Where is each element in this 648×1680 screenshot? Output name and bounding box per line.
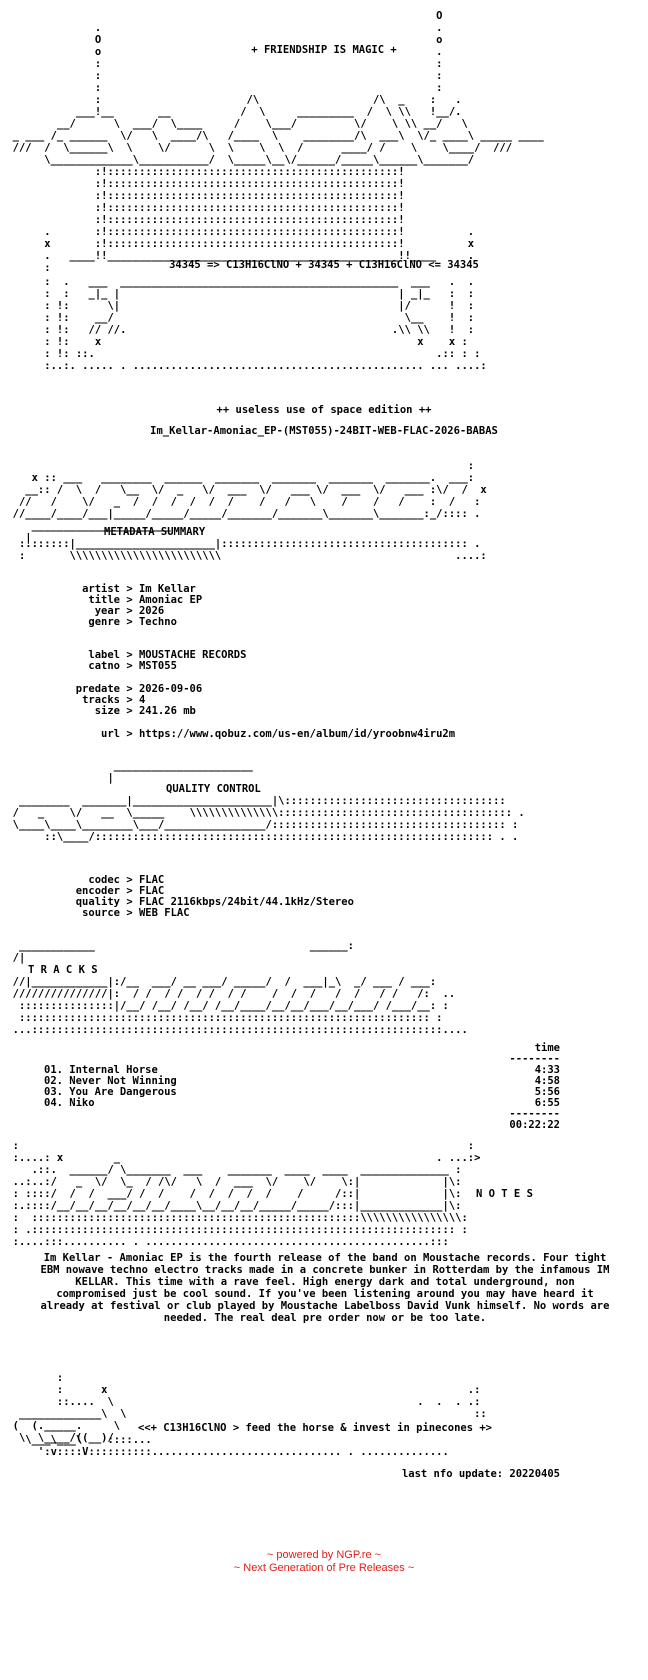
tracks-banner-art: //|____________|:/__ ___/ __ ___/ _____/…: [12, 976, 468, 1036]
track-time: 4:33: [534, 1064, 560, 1076]
outro-tagline: <<+ C13H16ClNO > feed the horse & invest…: [138, 1422, 493, 1434]
quality-row-codec: codec > FLAC: [88, 874, 165, 886]
track-row: 03. You Are Dangerous 5:56: [44, 1086, 560, 1098]
edition-line: ++ useless use of space edition ++: [216, 404, 432, 416]
last-update: last nfo update: 20220405: [401, 1468, 560, 1480]
quality-row-quality: quality > FLAC 2116kbps/24bit/44.1kHz/St…: [75, 896, 354, 908]
notes-banner-art: : : :....: x _ . ...:> .::. ______/ \___…: [12, 1140, 481, 1248]
footer-powered-by[interactable]: ~ powered by NGP.re ~: [266, 1549, 382, 1561]
quality-row-source: source > WEB FLAC: [82, 907, 190, 919]
metadata-banner-art: : x :: ___ ________ ______ _______ _____…: [12, 460, 487, 544]
outro-art: : : x .: ::.... \ . . . .: _____________…: [12, 1372, 487, 1444]
tracks-time-header: time: [534, 1042, 560, 1054]
metadata-row-tracks: tracks > 4: [82, 694, 146, 706]
metadata-row-label: label > MOUSTACHE RECORDS: [88, 649, 247, 661]
metadata-row-size: size > 241.26 mb: [94, 705, 196, 717]
quality-list: codec > FLAC encoder > FLAC quality > FL…: [56, 874, 476, 946]
tracks-separator-bottom: --------: [509, 1108, 560, 1120]
track-row: 04. Niko 6:55: [44, 1097, 560, 1109]
release-name: Im_Kellar-Amoniac_EP-(MST055)-24BIT-WEB-…: [150, 425, 498, 437]
outro-art-bottom: \___\___\ ::::... ':v::::V::::::::::....…: [25, 1434, 449, 1458]
metadata-section-title: METADATA SUMMARY: [104, 526, 206, 538]
track-row: 02. Never Not Winning 4:58: [44, 1075, 560, 1087]
track-time: 5:56: [534, 1086, 560, 1098]
formula-line: 34345 => C13H16ClNO + 34345 + C13H16ClNO…: [169, 259, 479, 271]
tracks-section-title: T R A C K S: [28, 964, 98, 976]
notes-section-title: N O T E S: [476, 1188, 533, 1200]
track-title: 03. You Are Dangerous: [44, 1086, 177, 1098]
metadata-list: artist > Im Kellar title > Amoniac EP ye…: [56, 583, 455, 740]
track-time: 6:55: [534, 1097, 560, 1109]
metadata-row-genre: genre > Techno: [88, 616, 177, 628]
quality-banner-art-top: ______________________ |: [107, 760, 253, 784]
metadata-row-title: title > Amoniac EP: [88, 594, 203, 606]
release-url-link[interactable]: https://www.qobuz.com/us-en/album/id/yro…: [138, 728, 456, 740]
metadata-row-predate: predate > 2026-09-06: [75, 683, 203, 695]
track-title: 02. Never Not Winning: [44, 1075, 177, 1087]
track-time: 4:58: [534, 1075, 560, 1087]
metadata-row-artist: artist > Im Kellar: [82, 583, 196, 595]
tracks-separator-top: --------: [509, 1053, 560, 1065]
metadata-row-catno: catno > MST055: [88, 660, 177, 672]
quality-section-title: QUALITY CONTROL: [166, 783, 261, 795]
notes-text: Im Kellar - Amoniac EP is the fourth rel…: [40, 1252, 610, 1324]
quality-row-encoder: encoder > FLAC: [75, 885, 165, 897]
track-title: 04. Niko: [44, 1097, 95, 1109]
track-row: 01. Internal Horse 4:33: [44, 1064, 560, 1076]
tracks-banner-art-top: ____________ ______: /|: [12, 940, 355, 964]
quality-banner-art: ________ _______|______________________|…: [12, 795, 525, 843]
tracks-total-time: 00:22:22: [509, 1119, 560, 1131]
footer-tagline: ~ Next Generation of Pre Releases ~: [233, 1562, 415, 1574]
formula-frame-art: : . ___ ________________________________…: [44, 276, 487, 372]
metadata-row-year: year > 2026: [94, 605, 165, 617]
slogan: + FRIENDSHIP IS MAGIC +: [251, 44, 397, 56]
top-ascii-banner: O . . O o o: [12, 10, 544, 274]
metadata-row-url: url > https://www.qobuz.com/us-en/album/…: [101, 728, 456, 740]
metadata-banner-bottom-art: :.::::::|______________________|::::::::…: [18, 538, 487, 562]
track-title: 01. Internal Horse: [44, 1064, 158, 1076]
